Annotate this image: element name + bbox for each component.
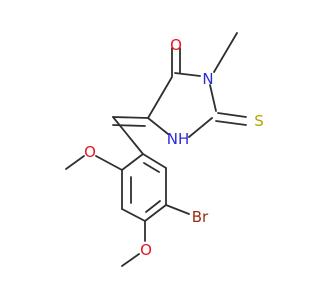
bond-n1-c5 [147,117,169,135]
bond-ch-aryl [112,116,144,155]
bond-ar-br [165,204,190,215]
bond-o3-methyl [121,253,140,267]
bond-ar6-inner [143,162,160,173]
bond-c5-ch [112,116,149,119]
atom-label-o-methoxy-para: O [140,241,152,259]
bond-ar6 [142,153,167,169]
bond-ar-o2 [95,155,123,171]
bond-c2-n1 [188,117,213,138]
bond-n3-c2 [209,84,217,112]
atom-label-o-carbonyl: O [170,36,182,54]
atom-label-br: Br [192,208,209,226]
bond-c4-n3 [174,72,201,77]
bond-o2-methyl [65,155,85,170]
bond-n-methyl [213,32,238,73]
bond-ar4-inner [145,200,161,213]
atom-label-nh: NH [167,130,190,148]
atom-label-n-methyl: N [202,70,213,88]
bond-c5-ch-double [112,124,146,127]
bond-c5-c4 [147,76,173,119]
bond-c2-s-double [215,120,247,126]
bond-ar3 [121,208,146,222]
atom-label-o-methoxy-ortho: O [84,143,96,161]
bond-ar1 [121,153,144,171]
atom-label-s-thione: S [254,112,264,130]
bond-ar4 [144,204,167,222]
molecule-structure: O N S NH O Br O [65,32,264,267]
bond-c2-s [217,112,247,118]
